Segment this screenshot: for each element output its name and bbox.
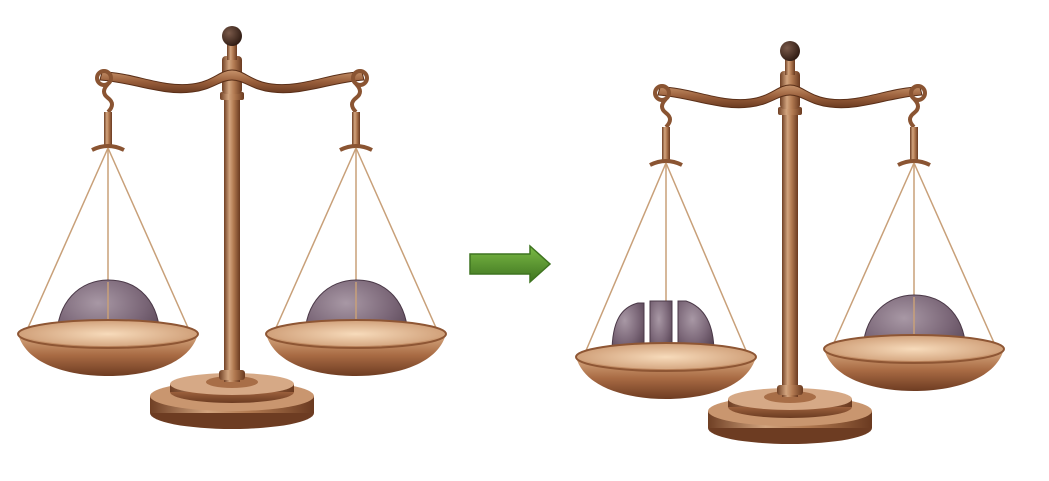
- left-scale: [18, 26, 446, 429]
- right-scale: [576, 41, 1004, 444]
- right-pan: [266, 320, 446, 376]
- right-pan: [824, 335, 1004, 391]
- right-arrow-icon: [470, 246, 550, 282]
- left-pan: [18, 320, 198, 376]
- left-pan: [576, 343, 756, 399]
